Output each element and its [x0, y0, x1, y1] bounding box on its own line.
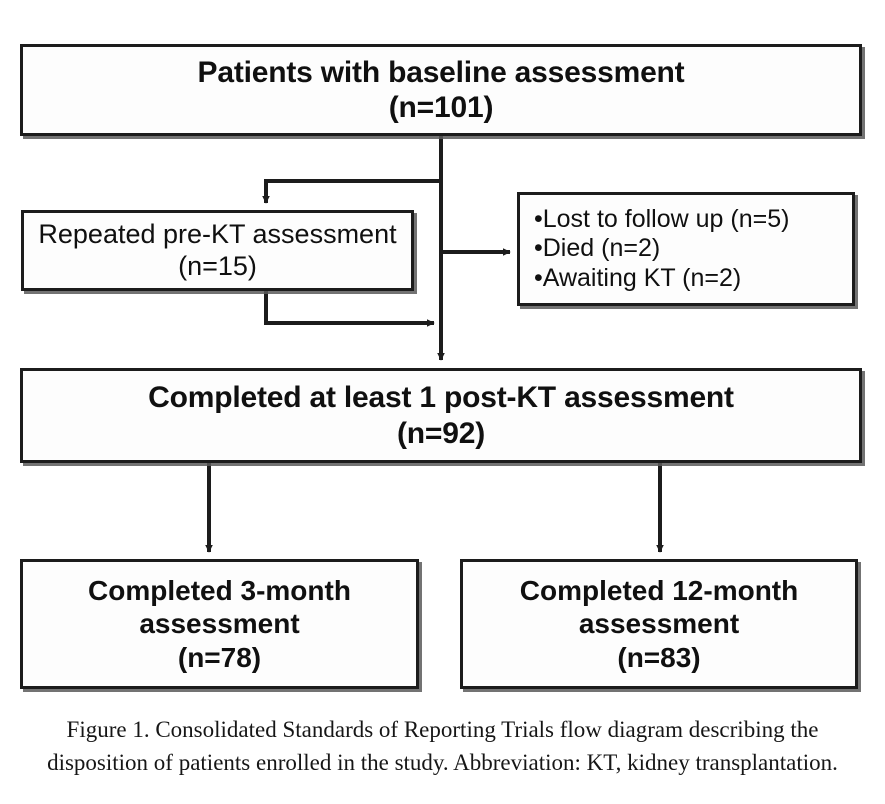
figure-caption: Figure 1. Consolidated Standards of Repo…	[0, 714, 885, 779]
connector-repeated-to-trunk	[264, 291, 435, 327]
box-repeated-count: (n=15)	[178, 250, 257, 281]
bullet-awaiting-kt: •Awaiting KT (n=2)	[534, 263, 742, 292]
box-completed-3-month-assessment: Completed 3-month assessment (n=78)	[20, 559, 419, 689]
box-completed-12-month-assessment: Completed 12-month assessment (n=83)	[460, 559, 858, 689]
box-twelve-month-count: (n=83)	[617, 641, 701, 673]
figure-caption-line1: Figure 1. Consolidated Standards of Repo…	[66, 717, 819, 742]
bullet-died: •Died (n=2)	[534, 234, 661, 263]
bullet-lost-to-follow-up: •Lost to follow up (n=5)	[534, 204, 790, 233]
box-postkt-count: (n=92)	[397, 416, 485, 450]
connector-trunk-to-repeated	[262, 179, 441, 204]
box-baseline-count: (n=101)	[388, 91, 494, 124]
figure-caption-line2: disposition of patients enrolled in the …	[47, 749, 838, 775]
box-repeated-line1: Repeated pre-KT assessment	[38, 218, 397, 249]
box-postkt-line1: Completed at least 1 post-KT assessment	[148, 381, 734, 415]
box-repeated-pre-kt-assessment: Repeated pre-KT assessment (n=15)	[21, 210, 414, 291]
box-completed-post-kt-assessment: Completed at least 1 post-KT assessment …	[20, 368, 862, 463]
box-three-month-line1: Completed 3-month	[88, 575, 351, 607]
box-baseline-assessment: Patients with baseline assessment (n=101…	[20, 44, 862, 136]
box-three-month-count: (n=78)	[177, 641, 262, 673]
box-twelve-month-line1: Completed 12-month	[519, 575, 799, 607]
box-twelve-month-line2: assessment	[578, 608, 740, 640]
box-three-month-line2: assessment	[139, 608, 300, 640]
box-excluded-reasons: •Lost to follow up (n=5) •Died (n=2) •Aw…	[517, 192, 855, 306]
box-baseline-line1: Patients with baseline assessment	[197, 55, 685, 89]
